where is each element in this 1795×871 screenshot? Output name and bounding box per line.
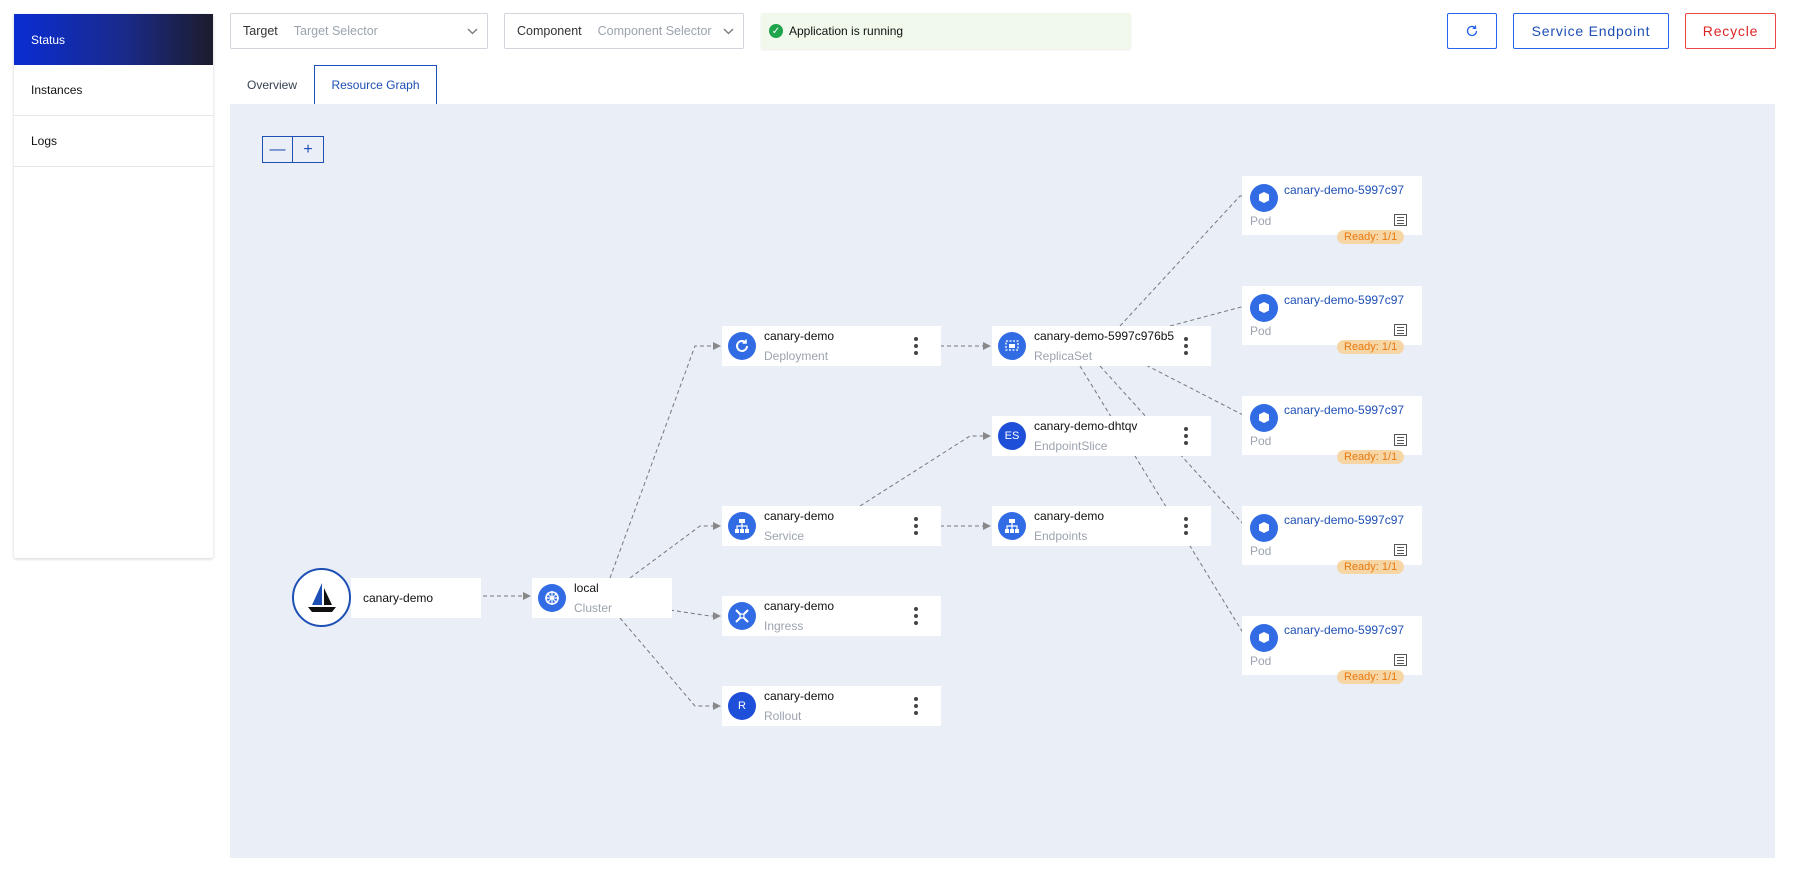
node-name: canary-demo (764, 509, 835, 523)
node-kind: Pod (1250, 544, 1272, 558)
endpointslice-icon: ES (998, 422, 1026, 450)
service-icon (728, 512, 756, 540)
component-placeholder: Component Selector (597, 24, 712, 38)
ingress-icon (728, 602, 756, 630)
sailboat-icon (307, 582, 336, 612)
node-name: canary-demo (764, 329, 835, 343)
node-name: canary-demo (764, 599, 835, 613)
sidebar-item-status[interactable]: Status (14, 14, 213, 65)
more-options-icon[interactable] (905, 697, 927, 715)
check-circle-icon: ✓ (769, 24, 783, 38)
logs-icon[interactable] (1394, 214, 1407, 226)
ready-badge: Ready: 1/1 (1337, 450, 1405, 464)
node-kind: Rollout (764, 709, 802, 723)
status-banner: ✓ Application is running (761, 13, 1131, 49)
more-options-icon[interactable] (905, 607, 927, 625)
node-kind: Pod (1250, 434, 1272, 448)
service-node[interactable]: canary-demo Service (722, 506, 941, 546)
node-kind: ReplicaSet (1034, 349, 1093, 363)
more-options-icon[interactable] (1175, 427, 1197, 445)
pod-node[interactable]: canary-demo-5997c97 Pod Ready: 1/1 (1242, 396, 1422, 464)
pod-node[interactable]: canary-demo-5997c97 Pod Ready: 1/1 (1242, 286, 1422, 354)
component-label: Component (517, 24, 582, 38)
ready-badge: Ready: 1/1 (1337, 230, 1405, 244)
ingress-node[interactable]: canary-demo Ingress (722, 596, 941, 636)
service-endpoint-button[interactable]: Service Endpoint (1513, 13, 1669, 49)
pod-name-link[interactable]: canary-demo-5997c97 (1284, 513, 1405, 527)
pod-icon (1250, 294, 1278, 322)
pod-node[interactable]: canary-demo-5997c97 Pod Ready: 1/1 (1242, 176, 1422, 244)
more-options-icon[interactable] (1175, 517, 1197, 535)
zoom-out-button[interactable]: — (262, 136, 293, 163)
refresh-button[interactable] (1447, 13, 1497, 49)
pod-icon (1250, 184, 1278, 212)
replicaset-node[interactable]: canary-demo-5997c976b5 ReplicaSet (992, 326, 1211, 366)
target-label: Target (243, 24, 278, 38)
logs-icon[interactable] (1394, 434, 1407, 446)
target-placeholder: Target Selector (293, 24, 378, 38)
graph-edges (483, 195, 1246, 710)
pod-icon (1250, 404, 1278, 432)
zoom-in-button[interactable]: + (293, 136, 324, 163)
pod-node[interactable]: canary-demo-5997c97 Pod Ready: 1/1 (1242, 506, 1422, 574)
cluster-node[interactable]: local Cluster (532, 578, 672, 618)
logs-icon[interactable] (1394, 544, 1407, 556)
more-options-icon[interactable] (905, 517, 927, 535)
kubernetes-icon (538, 584, 566, 612)
rollout-icon: R (728, 692, 756, 720)
chevron-down-icon (713, 28, 743, 35)
node-kind: Deployment (764, 349, 829, 363)
ready-badge: Ready: 1/1 (1337, 340, 1405, 354)
pod-node[interactable]: canary-demo-5997c97 Pod Ready: 1/1 (1242, 616, 1422, 684)
node-kind: EndpointSlice (1034, 439, 1108, 453)
replicaset-icon (998, 332, 1026, 360)
status-text: Application is running (789, 24, 904, 38)
tab-resource-graph[interactable]: Resource Graph (314, 65, 437, 104)
node-kind: Ingress (764, 619, 804, 633)
sidebar-item-instances[interactable]: Instances (14, 65, 213, 116)
node-kind: Service (764, 529, 805, 543)
more-options-icon[interactable] (905, 337, 927, 355)
logs-icon[interactable] (1394, 654, 1407, 666)
resource-graph-canvas: — + canary-demo local Cluster canary-dem… (230, 104, 1775, 858)
endpointslice-node[interactable]: ES canary-demo-dhtqv EndpointSlice (992, 416, 1211, 456)
endpoints-node[interactable]: canary-demo Endpoints (992, 506, 1211, 546)
tab-overview[interactable]: Overview (246, 77, 297, 92)
pod-name-link[interactable]: canary-demo-5997c97 (1284, 623, 1405, 637)
more-options-icon[interactable] (1175, 337, 1197, 355)
recycle-button[interactable]: Recycle (1685, 13, 1776, 49)
node-name: canary-demo (764, 689, 835, 703)
application-node-label[interactable]: canary-demo (351, 578, 481, 618)
node-name: canary-demo-5997c976b5 (1034, 329, 1175, 343)
pod-name-link[interactable]: canary-demo-5997c97 (1284, 183, 1405, 197)
pod-icon (1250, 624, 1278, 652)
node-kind: Endpoints (1034, 529, 1088, 543)
pod-name-link[interactable]: canary-demo-5997c97 (1284, 293, 1405, 307)
node-kind: Pod (1250, 214, 1272, 228)
node-name: canary-demo-dhtqv (1034, 419, 1138, 433)
component-selector[interactable]: Component Component Selector (504, 13, 744, 49)
ready-badge: Ready: 1/1 (1337, 560, 1405, 574)
chevron-down-icon (457, 28, 487, 35)
endpoints-icon (998, 512, 1026, 540)
deployment-node[interactable]: canary-demo Deployment (722, 326, 941, 366)
ready-badge: Ready: 1/1 (1337, 670, 1405, 684)
sidebar-item-logs[interactable]: Logs (14, 116, 213, 167)
target-selector[interactable]: Target Target Selector (230, 13, 488, 49)
node-name: canary-demo (1034, 509, 1105, 523)
node-kind: Cluster (574, 601, 613, 615)
application-node-icon[interactable] (292, 568, 351, 627)
zoom-controls: — + (262, 136, 324, 163)
pod-name-link[interactable]: canary-demo-5997c97 (1284, 403, 1405, 417)
node-name: local (574, 581, 599, 595)
refresh-icon (1466, 25, 1478, 37)
rollout-node[interactable]: R canary-demo Rollout (722, 686, 941, 726)
node-kind: Pod (1250, 324, 1272, 338)
sidebar: Status Instances Logs (14, 14, 213, 558)
node-kind: Pod (1250, 654, 1272, 668)
pod-icon (1250, 514, 1278, 542)
deployment-icon (728, 332, 756, 360)
logs-icon[interactable] (1394, 324, 1407, 336)
